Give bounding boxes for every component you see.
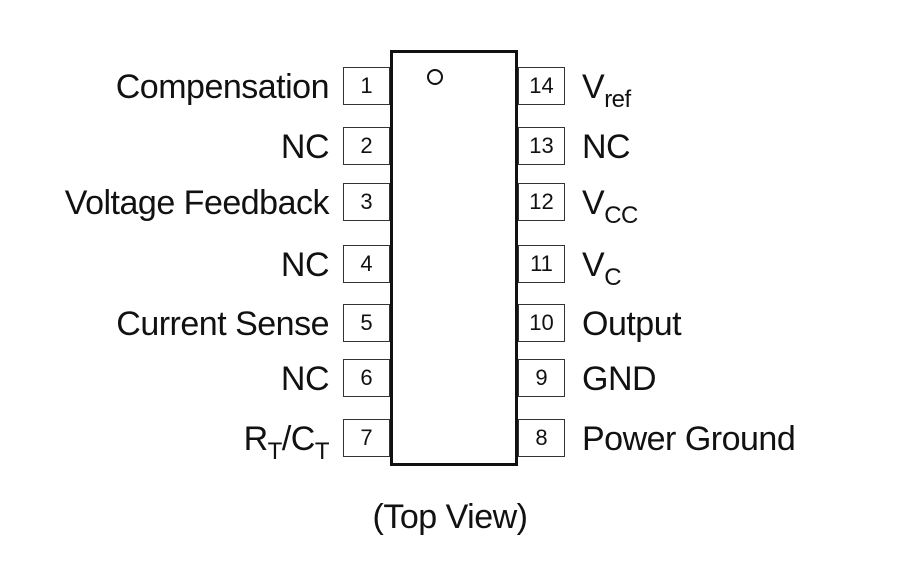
pin-label-12: VCC (582, 184, 638, 228)
ic-package-body (390, 50, 518, 466)
pin-number-5: 5 (343, 304, 390, 342)
pin-label-2: NC (280, 128, 330, 166)
pin-number-9: 9 (518, 359, 565, 397)
pin-label-text: /C (281, 420, 316, 458)
pin-label-text: NC (280, 128, 330, 166)
pin-label-6: NC (280, 360, 330, 398)
pin-number-14: 14 (518, 67, 565, 105)
pin-number-10: 10 (518, 304, 565, 342)
pin-number-6: 6 (343, 359, 390, 397)
pin-label-4: NC (280, 246, 330, 284)
pin-label-11: VC (582, 246, 622, 290)
pin-label-text: V (582, 184, 605, 222)
pin-label-subscript: CC (604, 202, 638, 229)
pin1-indicator-dot (427, 69, 443, 85)
pin-label-10: Output (582, 305, 682, 343)
pin-label-3: Voltage Feedback (64, 184, 330, 222)
pin-number-3: 3 (343, 183, 390, 221)
pin-label-text: Power Ground (582, 420, 796, 458)
view-caption: (Top View) (372, 498, 529, 536)
pin-label-text: GND (582, 360, 657, 398)
pin-number-7: 7 (343, 419, 390, 457)
pin-label-1: Compensation (115, 68, 330, 106)
pin-number-11: 11 (518, 245, 565, 283)
pin-number-13: 13 (518, 127, 565, 165)
pin-label-text: Current Sense (116, 305, 329, 343)
pin-label-subscript: ref (604, 86, 631, 113)
pin-label-text: V (582, 246, 605, 284)
pin-label-text: V (582, 68, 605, 106)
pin-label-text: R (243, 420, 269, 458)
pin-label-text: Output (582, 305, 682, 343)
pin-label-text: NC (280, 360, 330, 398)
pin-label-5: Current Sense (116, 305, 329, 343)
pin-number-8: 8 (518, 419, 565, 457)
pin-label-text: NC (280, 246, 330, 284)
pin-label-13: NC (582, 128, 631, 166)
pin-label-8: Power Ground (582, 420, 796, 458)
pin-number-2: 2 (343, 127, 390, 165)
pin-label-subscript: T (314, 438, 330, 465)
pin-label-9: GND (582, 360, 657, 398)
pin-number-1: 1 (343, 67, 390, 105)
pin-label-7: RT/CT (243, 420, 330, 464)
pin-number-12: 12 (518, 183, 565, 221)
pin-label-text: NC (582, 128, 631, 166)
pin-label-subscript: T (267, 438, 283, 465)
pin-label-14: Vref (582, 68, 631, 112)
pin-label-subscript: C (604, 264, 622, 291)
pin-number-4: 4 (343, 245, 390, 283)
pin-label-text: Compensation (115, 68, 330, 106)
pin-label-text: Voltage Feedback (64, 184, 330, 222)
